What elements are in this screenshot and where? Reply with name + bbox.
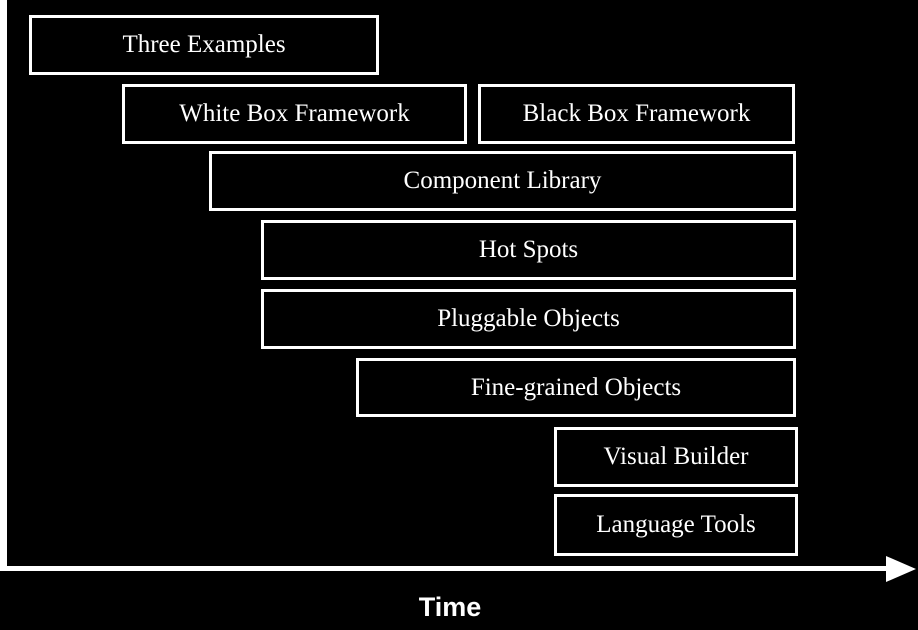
box-label: Component Library	[403, 167, 602, 194]
box-hot-spots: Hot Spots	[261, 220, 796, 280]
box-label: Fine-grained Objects	[470, 373, 682, 401]
box-label: Visual Builder	[603, 443, 749, 470]
box-label: White Box Framework	[179, 100, 410, 127]
box-label: Black Box Framework	[522, 100, 751, 127]
box-component-library: Component Library	[209, 151, 796, 211]
time-axis-label: Time	[418, 592, 482, 622]
box-label: Pluggable Objects	[437, 305, 620, 332]
arrow-right-icon	[886, 556, 916, 582]
box-white-box-framework: White Box Framework	[122, 84, 467, 144]
box-label: Language Tools	[596, 511, 756, 538]
box-three-examples: Three Examples	[29, 15, 379, 75]
box-fine-grained-objects: Fine-grained Objects	[356, 358, 796, 417]
left-border-line	[0, 0, 7, 570]
box-label: Hot Spots	[478, 236, 579, 263]
box-visual-builder: Visual Builder	[554, 427, 798, 487]
box-pluggable-objects: Pluggable Objects	[261, 289, 796, 349]
time-axis-line	[0, 566, 892, 571]
box-language-tools: Language Tools	[554, 494, 798, 556]
box-label: Three Examples	[122, 31, 286, 58]
box-black-box-framework: Black Box Framework	[478, 84, 795, 144]
